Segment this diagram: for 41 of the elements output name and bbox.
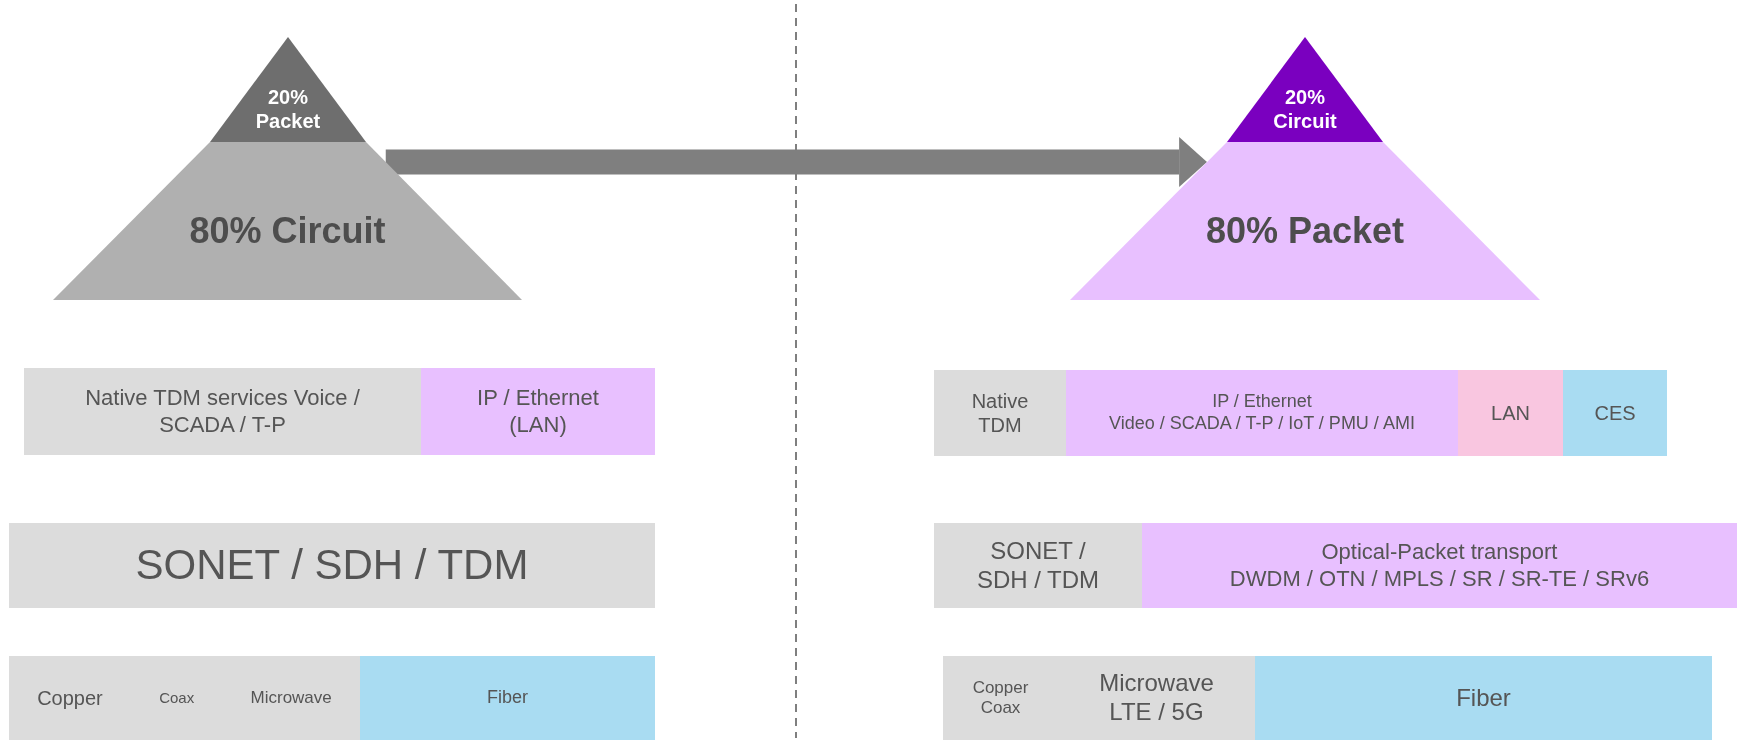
pyramid-label: 80% Circuit xyxy=(189,209,386,253)
layer-segment xyxy=(360,656,655,740)
pyramid-base xyxy=(1070,142,1540,300)
layer-segment xyxy=(1066,370,1458,456)
pyramid-base xyxy=(53,142,522,300)
pyramid-label: 20% Circuit xyxy=(1272,84,1338,133)
layer-label: Video / SCADA / T-P / IoT / PMU / AMI xyxy=(1109,413,1415,435)
layer-segment xyxy=(421,368,655,455)
layer-segment xyxy=(1458,370,1563,456)
layer-label: Copper xyxy=(37,686,103,710)
layer-label: IP / Ethernet (LAN) xyxy=(476,385,600,438)
pyramid-tip xyxy=(210,37,366,142)
layer-label: CES xyxy=(1594,401,1636,425)
pyramid-label: 80% Packet xyxy=(1205,209,1405,253)
pyramid-label: 20% Packet xyxy=(254,84,322,133)
layer-label: LAN xyxy=(1491,401,1530,425)
layer-label: Native TDM xyxy=(970,389,1030,437)
layer-label: SONET / SDH / TDM xyxy=(975,536,1101,595)
layer-segment xyxy=(943,656,1058,740)
layer-label: IP / Ethernet xyxy=(1212,391,1312,413)
layer-label: Coax xyxy=(159,689,195,707)
layer-segment xyxy=(1255,656,1712,740)
block-arrow xyxy=(385,137,1208,187)
layer-segment xyxy=(24,368,421,455)
layer-label: SONET / SDH / TDM xyxy=(135,540,529,591)
layer-segment xyxy=(1563,370,1667,456)
layer-label: Fiber xyxy=(487,687,528,709)
layer-segment xyxy=(9,656,360,740)
layer-segment xyxy=(9,523,655,608)
pyramid-tip xyxy=(1227,37,1383,142)
layer-label: Native TDM services Voice / SCADA / T-P xyxy=(84,385,361,438)
layer-label: Microwave xyxy=(250,687,332,709)
layer-segment xyxy=(1058,656,1255,740)
layer-segment xyxy=(1142,523,1737,608)
layer-label: Copper Coax xyxy=(972,677,1029,719)
layer-label: Microwave LTE / 5G xyxy=(1098,669,1215,727)
layer-label: DWDM / OTN / MPLS / SR / SR-TE / SRv6 xyxy=(1229,565,1650,592)
layer-segment xyxy=(934,523,1142,608)
layer-label: Fiber xyxy=(1456,683,1511,713)
layer-label: Optical-Packet transport xyxy=(1321,539,1558,566)
layer-segment xyxy=(934,370,1066,456)
